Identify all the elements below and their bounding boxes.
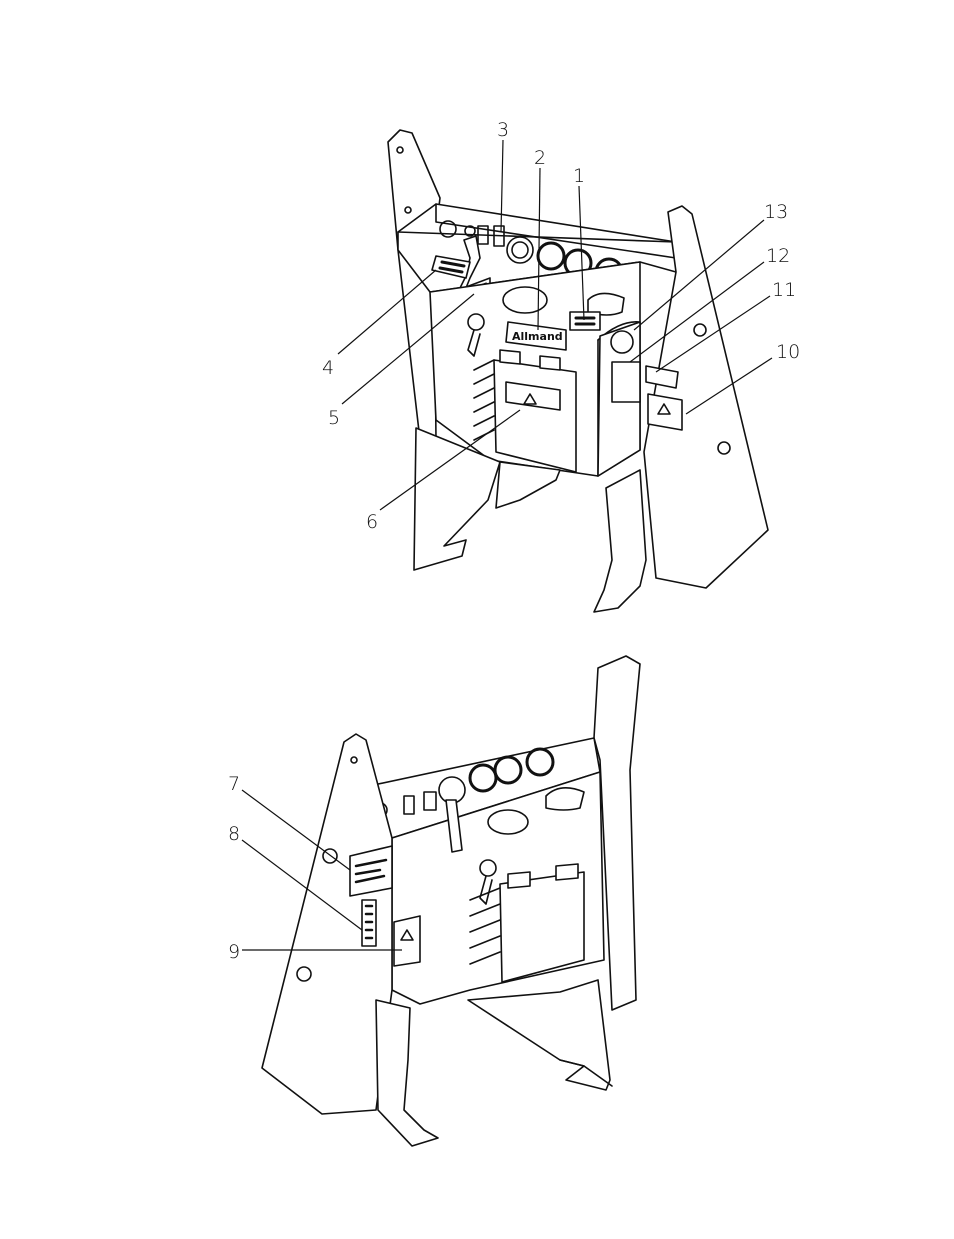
decal-12 <box>612 362 640 402</box>
callout-13: 13 <box>764 201 788 223</box>
callout-12: 12 <box>766 245 790 267</box>
callout-11: 11 <box>772 279 796 301</box>
callout-7: 7 <box>228 773 240 795</box>
callout-9: 9 <box>228 941 240 963</box>
callout-6: 6 <box>366 511 378 533</box>
decal-9 <box>394 916 420 966</box>
callout-5: 5 <box>328 407 340 429</box>
callout-10: 10 <box>776 341 800 363</box>
top-breaker-box <box>494 360 576 472</box>
decal-1 <box>570 312 600 330</box>
logo-text: Allmand <box>512 330 563 343</box>
top-right-foot <box>594 470 646 612</box>
top-mid-foot <box>496 462 560 508</box>
callout-4: 4 <box>322 357 334 379</box>
bottom-assembly <box>262 656 640 1146</box>
callout-1: 1 <box>573 165 585 187</box>
callout-3: 3 <box>497 119 509 141</box>
bottom-left-foot <box>376 1000 438 1146</box>
decal-10 <box>648 394 682 430</box>
bottom-right-foot <box>468 980 610 1090</box>
top-assembly: Allmand <box>388 130 768 612</box>
callout-8: 8 <box>228 823 240 845</box>
callout-2: 2 <box>534 147 546 169</box>
